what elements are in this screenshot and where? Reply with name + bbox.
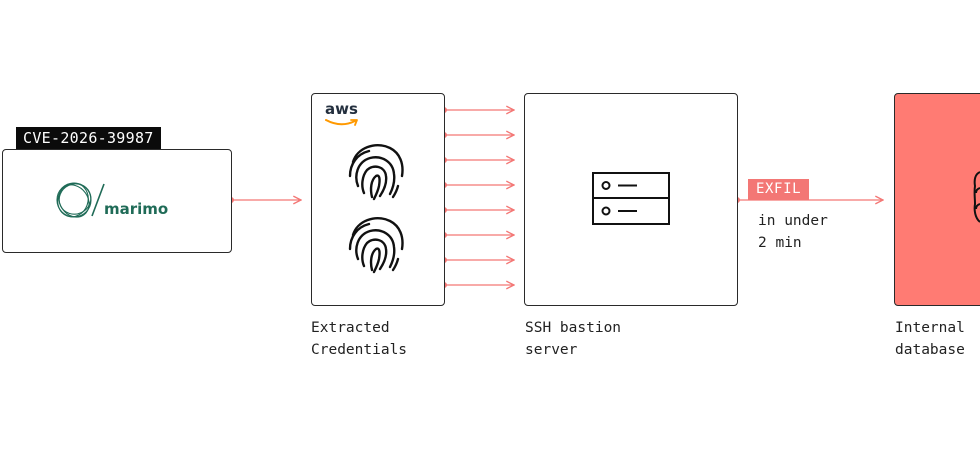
database-node (894, 93, 980, 306)
fingerprint-icon (348, 144, 404, 201)
credentials-caption-line1: Extracted (311, 320, 390, 336)
exfil-note-line1: in under (758, 213, 828, 229)
credential-arrow (441, 282, 514, 288)
database-caption: Internal database (895, 317, 965, 361)
server-rack-icon (592, 172, 670, 225)
credential-arrow (441, 232, 514, 238)
database-icon (973, 171, 980, 223)
bastion-caption-line1: SSH bastion (525, 320, 622, 336)
marimo-node (2, 149, 232, 253)
bastion-caption-line2: server (525, 342, 578, 358)
aws-smile-icon (325, 119, 358, 126)
bastion-node (524, 93, 738, 306)
credential-arrow (441, 107, 514, 113)
marimo-logo-text: marimo (104, 200, 169, 218)
arrow-source-to-credentials (228, 197, 301, 203)
credential-arrow (441, 132, 514, 138)
bastion-caption: SSH bastion server (525, 317, 621, 361)
credentials-node (311, 93, 445, 306)
credential-arrow (441, 157, 514, 163)
database-caption-line1: Internal (895, 320, 965, 336)
credential-arrow (441, 182, 514, 188)
exfil-badge: EXFIL (748, 179, 810, 200)
cve-badge: CVE-2026-39987 (16, 127, 161, 149)
credentials-caption-line2: Credentials (311, 342, 408, 358)
exfil-time-note: in under 2 min (758, 210, 828, 254)
credential-arrow (441, 257, 514, 263)
database-caption-line2: database (895, 342, 965, 358)
marimo-logo-icon (56, 182, 105, 218)
fingerprint-icon (348, 217, 404, 274)
aws-logo-text: aws (325, 100, 358, 118)
exfil-note-line2: 2 min (758, 235, 802, 251)
arrows-credentials-to-bastion (441, 107, 514, 288)
credentials-caption: Extracted Credentials (311, 317, 407, 361)
credential-arrow (441, 207, 514, 213)
